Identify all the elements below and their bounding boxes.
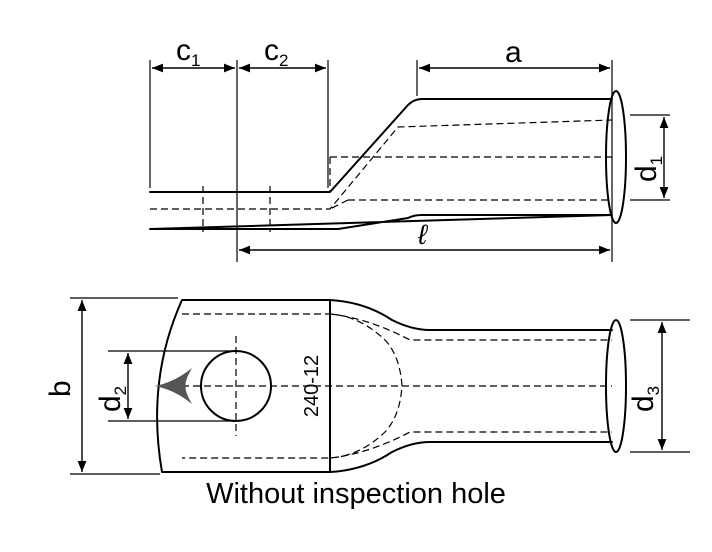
label-d3: d3 bbox=[627, 386, 663, 412]
manufacturer-logo bbox=[155, 368, 192, 404]
top-extension-lines bbox=[70, 297, 690, 475]
side-extension-lines bbox=[149, 60, 670, 262]
caption: Without inspection hole bbox=[206, 478, 506, 510]
label-c1: c1 bbox=[176, 34, 200, 70]
barrel-end-ellipse-top bbox=[605, 319, 627, 453]
lug-marking-group: 240-12 bbox=[301, 355, 323, 417]
hole-hidden-lines bbox=[202, 186, 271, 232]
label-d3-group: d3 bbox=[627, 386, 663, 412]
label-l: ℓ bbox=[417, 219, 429, 250]
label-c2: c2 bbox=[264, 34, 288, 70]
lug-marking: 240-12 bbox=[301, 355, 323, 417]
top-hidden-lines bbox=[160, 313, 612, 459]
top-view: b d2 d3 240-12 bbox=[44, 297, 690, 475]
top-view-outline bbox=[156, 299, 613, 473]
label-d1: d1 bbox=[630, 156, 666, 182]
side-hidden-lines bbox=[150, 119, 613, 210]
label-b: b bbox=[44, 380, 77, 397]
side-view-outline bbox=[149, 98, 613, 230]
label-b-group: b bbox=[44, 380, 77, 397]
side-view: c1 c2 a ℓ d1 bbox=[149, 34, 670, 262]
label-d2: d2 bbox=[94, 386, 130, 412]
label-a: a bbox=[505, 36, 522, 69]
label-d1-group: d1 bbox=[630, 156, 666, 182]
label-d2-group: d2 bbox=[94, 386, 130, 412]
